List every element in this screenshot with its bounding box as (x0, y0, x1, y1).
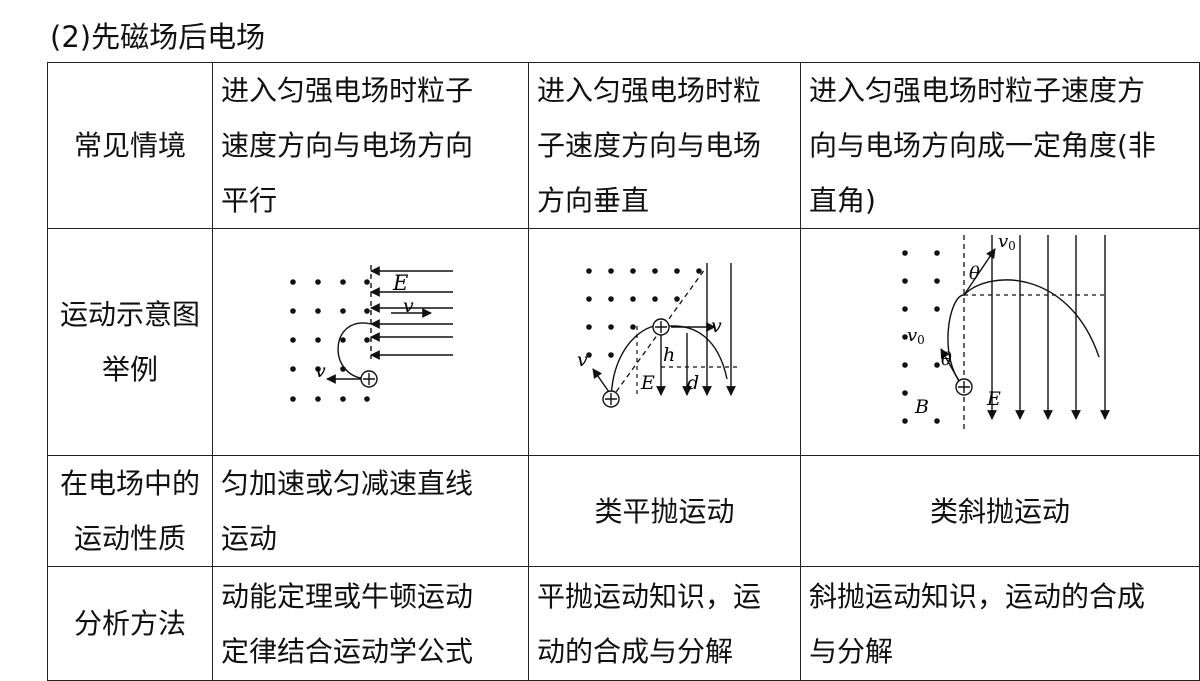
label-E: E (986, 388, 1001, 410)
row-scenario: 常见情境 进入匀强电场时粒子 速度方向与电场方向 平行 进入匀强电场时粒 子速度… (47, 62, 1200, 229)
magnetic-field-dots (586, 268, 702, 358)
label-theta-bottom: θ (941, 349, 952, 370)
label-h: h (663, 344, 675, 366)
diagram-angled: v0 θ v0 θ B E (902, 231, 1110, 431)
cell-method-perpendicular: 平抛运动知识，运 动的合成与分解 (528, 566, 801, 681)
cell-nature-parallel: 匀加速或匀减速直线 运动 (212, 455, 529, 567)
diagram-perpendicular: v v h E d (577, 263, 737, 408)
electric-field-lines (987, 235, 1110, 420)
label-B: B (914, 396, 929, 418)
magnetic-field-dots (902, 250, 940, 424)
header-nature: 在电场中的 运动性质 (47, 455, 213, 567)
label-v-right: v (711, 315, 722, 337)
row-nature: 在电场中的 运动性质 匀加速或匀减速直线 运动 类平抛运动 类斜抛运动 (47, 455, 1200, 567)
header-method: 分析方法 (47, 566, 213, 681)
cell-scenario-angled: 进入匀强电场时粒子速度方 向与电场方向成一定角度(非 直角) (800, 62, 1200, 229)
label-v-left: v (577, 349, 588, 371)
diagram-parallel: E v v (290, 265, 453, 402)
label-v0-top: v0 (998, 231, 1016, 253)
header-diagram: 运动示意图 举例 (47, 228, 213, 456)
cell-scenario-perpendicular: 进入匀强电场时粒 子速度方向与电场 方向垂直 (528, 62, 801, 229)
cell-method-angled: 斜抛运动知识，运动的合成 与分解 (800, 566, 1200, 681)
electric-field-lines (370, 266, 453, 360)
label-v-top: v (403, 295, 414, 317)
label-v-bottom: v (315, 360, 326, 382)
cell-nature-angled: 类斜抛运动 (800, 455, 1200, 567)
cell-nature-perpendicular: 类平抛运动 (528, 455, 801, 567)
diagram-parallel-cell: E v v (212, 228, 529, 456)
cell-method-parallel: 动能定理或牛顿运动 定律结合运动学公式 (212, 566, 529, 681)
label-v0-left: v0 (907, 325, 925, 347)
label-theta-top: θ (969, 263, 980, 284)
section-title: (2)先磁场后电场 (50, 20, 266, 54)
label-E: E (392, 271, 408, 295)
magnetic-field-dots (290, 279, 370, 402)
comparison-table: 常见情境 进入匀强电场时粒子 速度方向与电场方向 平行 进入匀强电场时粒 子速度… (47, 62, 1200, 681)
row-diagram: 运动示意图 举例 (47, 228, 1200, 456)
label-E: E (640, 372, 655, 394)
label-d: d (687, 372, 699, 394)
diagram-angled-cell: v0 θ v0 θ B E (800, 228, 1200, 456)
diagram-perpendicular-cell: v v h E d (528, 228, 801, 456)
cell-scenario-parallel: 进入匀强电场时粒子 速度方向与电场方向 平行 (212, 62, 529, 229)
row-method: 分析方法 动能定理或牛顿运动 定律结合运动学公式 平抛运动知识，运 动的合成与分… (47, 566, 1200, 681)
header-scenario: 常见情境 (47, 62, 213, 229)
